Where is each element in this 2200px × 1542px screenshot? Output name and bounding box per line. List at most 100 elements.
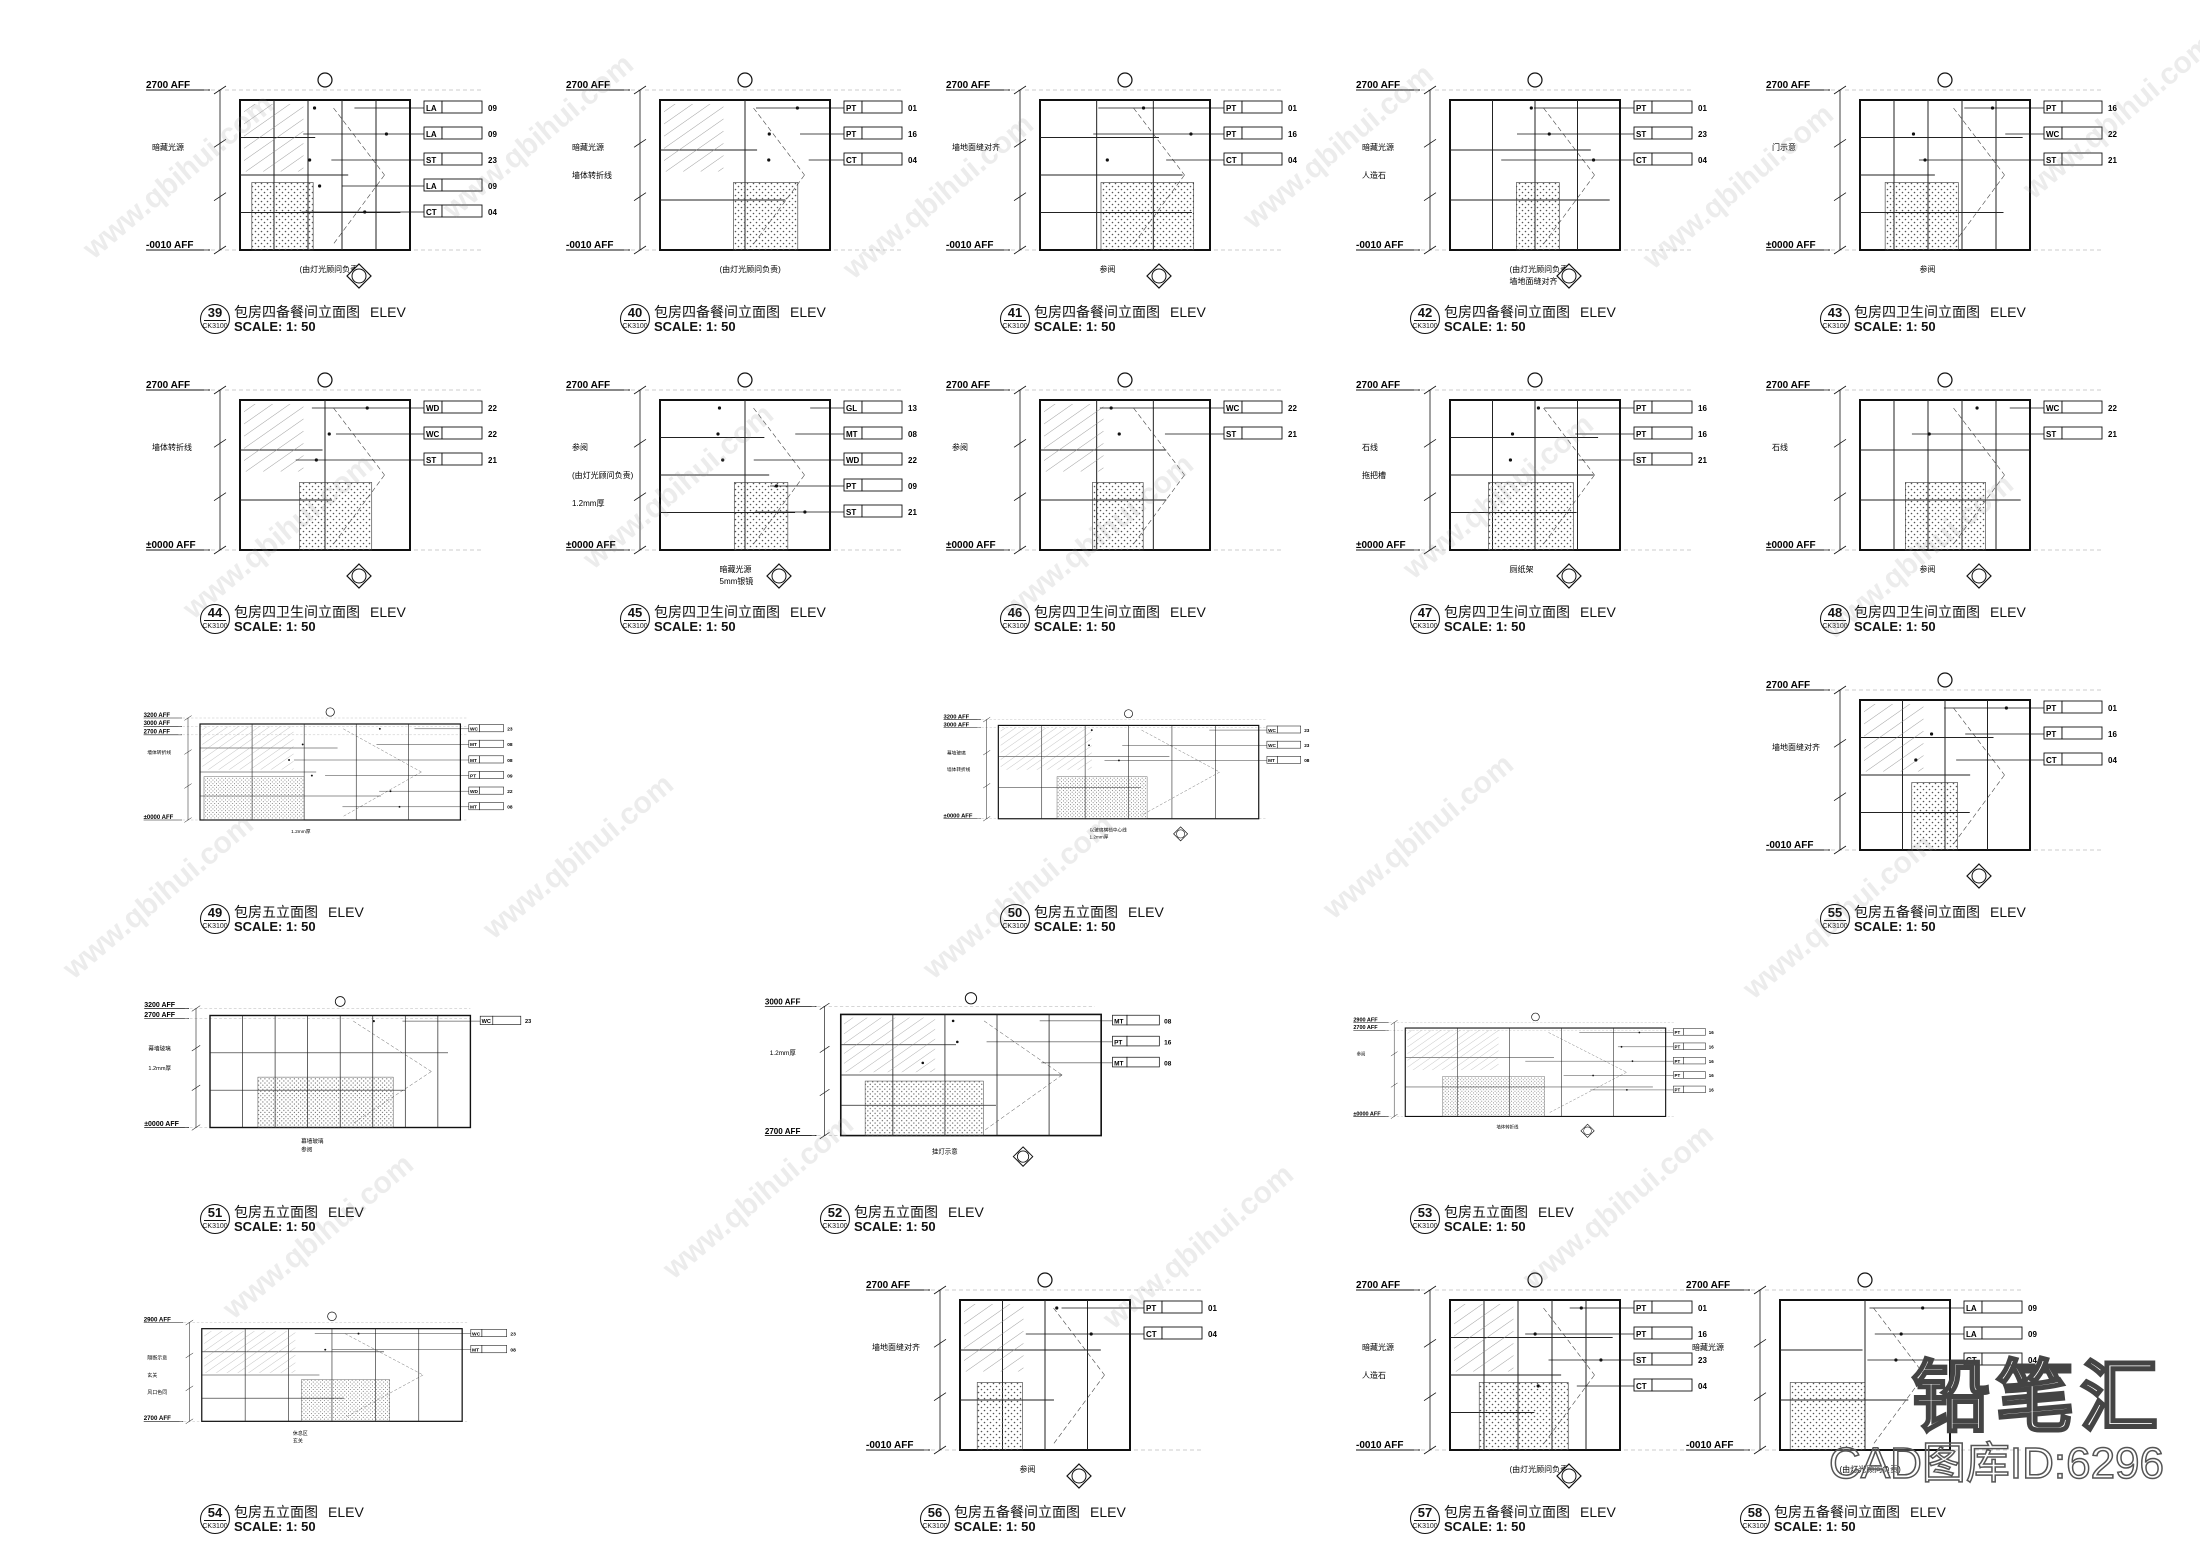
svg-text:WD: WD bbox=[846, 456, 860, 465]
sheet-reference: CK3100 bbox=[1002, 323, 1028, 330]
svg-text:CT: CT bbox=[426, 208, 437, 217]
drawing-scale: SCALE: 1: 50 bbox=[1854, 619, 1936, 634]
svg-text:WD: WD bbox=[470, 789, 479, 795]
svg-text:LA: LA bbox=[426, 130, 437, 139]
drawing-title-text: 包房四备餐间立面图 bbox=[234, 304, 360, 320]
svg-text:PT: PT bbox=[1636, 404, 1646, 413]
svg-text:CT: CT bbox=[1636, 156, 1647, 165]
svg-text:01: 01 bbox=[908, 104, 917, 113]
annotation-note: 1.2mm厚 bbox=[1089, 835, 1108, 841]
svg-text:22: 22 bbox=[908, 456, 917, 465]
level-label: ±0000 AFF bbox=[946, 540, 996, 551]
svg-text:09: 09 bbox=[2028, 1330, 2037, 1339]
sheet-reference: CK3100 bbox=[1822, 623, 1848, 630]
svg-text:08: 08 bbox=[1304, 758, 1310, 763]
annotation-note: 1.2mm厚 bbox=[572, 499, 604, 508]
level-label: ±0000 AFF bbox=[1353, 1111, 1381, 1117]
drawing-number: 51 bbox=[204, 1205, 226, 1221]
level-label: 2700 AFF bbox=[144, 1415, 171, 1422]
svg-text:CT: CT bbox=[846, 156, 857, 165]
section-marker bbox=[325, 707, 335, 717]
elev-word: ELEV bbox=[370, 304, 406, 320]
svg-text:MT: MT bbox=[470, 805, 477, 811]
annotation-note: 参阅 bbox=[301, 1145, 313, 1153]
svg-text:09: 09 bbox=[2028, 1304, 2037, 1313]
drawing-title-text: 包房四备餐间立面图 bbox=[1444, 304, 1570, 320]
sheet-reference: CK3100 bbox=[202, 623, 228, 630]
svg-text:04: 04 bbox=[488, 208, 497, 217]
sheet-reference: CK3100 bbox=[1412, 323, 1438, 330]
svg-text:MT: MT bbox=[472, 1348, 479, 1354]
annotation-note: 隔断示意 bbox=[147, 1355, 167, 1362]
level-label: 3000 AFF bbox=[765, 998, 801, 1007]
elev-word: ELEV bbox=[328, 904, 364, 920]
svg-text:23: 23 bbox=[1698, 1356, 1707, 1365]
svg-text:PT: PT bbox=[1226, 104, 1236, 113]
drawing-scale: SCALE: 1: 50 bbox=[1444, 1219, 1526, 1234]
annotation-note: 参阅 bbox=[1920, 564, 1936, 574]
sheet-reference: CK3100 bbox=[922, 1523, 948, 1530]
svg-text:ST: ST bbox=[1636, 130, 1646, 139]
level-label: 2900 AFF bbox=[1353, 1017, 1378, 1023]
svg-text:CT: CT bbox=[1636, 1382, 1647, 1391]
svg-text:16: 16 bbox=[1709, 1088, 1714, 1093]
svg-text:ST: ST bbox=[1636, 1356, 1646, 1365]
svg-text:09: 09 bbox=[488, 104, 497, 113]
svg-text:CT: CT bbox=[2046, 756, 2057, 765]
drawing-number: 56 bbox=[924, 1505, 946, 1521]
level-label: 2700 AFF bbox=[566, 80, 610, 91]
svg-text:04: 04 bbox=[1698, 156, 1707, 165]
svg-text:22: 22 bbox=[2108, 404, 2117, 413]
sheet-reference: CK3100 bbox=[1002, 923, 1028, 930]
annotation-note: 墙体转折线 bbox=[572, 170, 612, 180]
drawing-number: 41 bbox=[1004, 305, 1026, 321]
svg-text:PT: PT bbox=[1636, 1330, 1646, 1339]
section-marker bbox=[1124, 709, 1133, 719]
elev-word: ELEV bbox=[328, 1504, 364, 1520]
sheet-reference: CK3100 bbox=[622, 323, 648, 330]
level-label: ±0000 AFF bbox=[1766, 540, 1816, 551]
sheet-reference: CK3100 bbox=[622, 623, 648, 630]
svg-text:13: 13 bbox=[908, 404, 917, 413]
annotation-note: 暗藏光源 bbox=[1362, 1342, 1394, 1352]
annotation-note: 5mm银镜 bbox=[720, 576, 754, 586]
svg-text:WC: WC bbox=[1268, 728, 1276, 733]
annotation-note: 以玻璃横档中心线 bbox=[1089, 827, 1127, 834]
drawing-scale: SCALE: 1: 50 bbox=[1034, 619, 1116, 634]
annotation-note: 门示意 bbox=[1772, 142, 1796, 152]
drawing-number: 42 bbox=[1414, 305, 1436, 321]
level-label: 2700 AFF bbox=[146, 80, 190, 91]
level-label: -0010 AFF bbox=[1686, 1440, 1733, 1451]
annotation-note: (由灯光顾问负责) bbox=[1840, 1464, 1902, 1474]
section-marker bbox=[317, 372, 333, 388]
svg-text:PT: PT bbox=[2046, 704, 2056, 713]
elev-word: ELEV bbox=[1090, 1504, 1126, 1520]
svg-text:16: 16 bbox=[2108, 730, 2117, 739]
elev-word: ELEV bbox=[1580, 1504, 1616, 1520]
svg-text:MT: MT bbox=[1114, 1018, 1123, 1025]
drawing-title-text: 包房四卫生间立面图 bbox=[1034, 604, 1160, 620]
